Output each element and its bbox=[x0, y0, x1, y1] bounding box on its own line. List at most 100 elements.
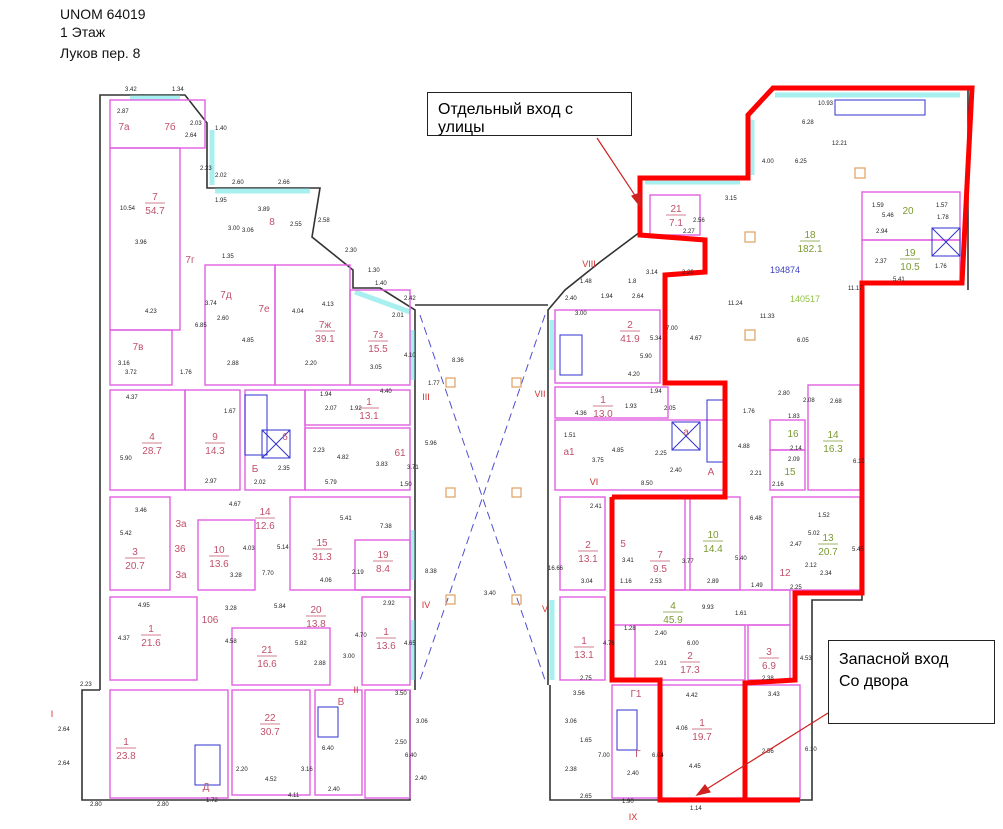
elevator-icon bbox=[671, 421, 701, 451]
dimension-label: 1.34 bbox=[172, 87, 184, 93]
dimension-label: 2.40 bbox=[565, 296, 577, 302]
dimension-label: 4.10 bbox=[404, 353, 416, 359]
room-label: 36 bbox=[174, 544, 186, 555]
dimension-label: 2.66 bbox=[278, 180, 290, 186]
backup-entrance-callout: Запасной вход Со двора bbox=[828, 640, 995, 724]
dimension-label: 3.15 bbox=[725, 196, 737, 202]
stairs-icon bbox=[706, 399, 726, 463]
dimension-label: 1.94 bbox=[320, 392, 332, 398]
dimension-label: 7.38 bbox=[380, 524, 392, 530]
room-number: 1 bbox=[581, 636, 587, 647]
dimension-label: 2.16 bbox=[772, 482, 784, 488]
room-label: 213.1 bbox=[578, 540, 598, 565]
room-area: 13.1 bbox=[574, 650, 594, 661]
room-area: 8.4 bbox=[376, 564, 390, 575]
dimension-label: 1.76 bbox=[180, 370, 192, 376]
room-label: 113.6 bbox=[376, 627, 396, 652]
dimension-label: 6.10 bbox=[805, 747, 817, 753]
dimension-label: 3.00 bbox=[228, 226, 240, 232]
room-label: 7д bbox=[220, 290, 232, 301]
section-numeral: II bbox=[353, 685, 358, 695]
room-number: 1 bbox=[600, 395, 606, 406]
room-label: 7б bbox=[164, 121, 176, 133]
room-number: 1 bbox=[699, 718, 705, 729]
dimension-label: 2.40 bbox=[655, 631, 667, 637]
room-area: 45.9 bbox=[663, 615, 683, 626]
dimension-label: 4.70 bbox=[355, 633, 367, 639]
dimension-label: 2.12 bbox=[805, 563, 817, 569]
dimension-label: 3.75 bbox=[592, 458, 604, 464]
dimension-label: 2.30 bbox=[345, 248, 357, 254]
room-label: 20 bbox=[902, 206, 914, 217]
room-label: В bbox=[338, 697, 345, 708]
room-number: 2 bbox=[627, 320, 633, 331]
dimension-label: 4.00 bbox=[762, 159, 774, 165]
dimension-label: 3.14 bbox=[646, 270, 658, 276]
room-area: 7.1 bbox=[669, 218, 683, 229]
dimension-label: 4.85 bbox=[612, 448, 624, 454]
dimension-label: 2.56 bbox=[693, 218, 705, 224]
room-area: 13.8 bbox=[306, 619, 326, 630]
room-number: 18 bbox=[804, 230, 816, 241]
dimension-label: 1.8 bbox=[628, 279, 637, 285]
room-number: В bbox=[338, 697, 345, 708]
highlighted-area-outline bbox=[612, 85, 975, 800]
room-area: 15.5 bbox=[368, 344, 388, 355]
dimension-label: 5.79 bbox=[325, 480, 337, 486]
room-area: 41.9 bbox=[620, 334, 640, 345]
dimension-label: 3.06 bbox=[565, 719, 577, 725]
room-number: 19 bbox=[377, 550, 389, 561]
street-entrance-callout: Отдельный вход с улицы bbox=[427, 92, 632, 136]
room-number: 1 bbox=[148, 624, 154, 635]
windows bbox=[130, 92, 960, 680]
dimension-label: 10.93 bbox=[818, 101, 834, 107]
room-label: 3а bbox=[175, 519, 187, 530]
dimension-label: 5.82 bbox=[295, 641, 307, 647]
dimension-label: 1.78 bbox=[937, 215, 949, 221]
dimension-label: 2.08 bbox=[803, 398, 815, 404]
dimension-label: 1.52 bbox=[818, 513, 830, 519]
room-label: 7г bbox=[185, 255, 195, 266]
room-label: 7а bbox=[118, 122, 130, 133]
room-number: Г1 bbox=[631, 689, 642, 700]
dimension-label: 2.20 bbox=[236, 767, 248, 773]
dimension-label: 5.40 bbox=[735, 556, 747, 562]
dimension-label: 2.38 bbox=[565, 767, 577, 773]
dimension-label: 4.36 bbox=[575, 411, 587, 417]
room-label: 241.9 bbox=[620, 320, 640, 345]
room-label: 61 bbox=[394, 448, 406, 459]
dimension-label: 2.64 bbox=[632, 294, 644, 300]
dimension-label: 2.64 bbox=[58, 727, 70, 733]
dimension-label: 2.23 bbox=[80, 682, 92, 688]
dimension-label: 3.50 bbox=[395, 691, 407, 697]
room-area: 23.8 bbox=[116, 751, 136, 762]
dimension-label: 4.11 bbox=[288, 793, 300, 799]
dimension-label: 5.42 bbox=[120, 531, 132, 537]
room-area: 13.6 bbox=[209, 559, 229, 570]
room-number: 2 bbox=[585, 540, 591, 551]
dimension-label: 11.24 bbox=[728, 301, 743, 307]
room-number: 14 bbox=[259, 507, 271, 518]
elevator-icon bbox=[931, 227, 961, 257]
dimension-label: 2.20 bbox=[305, 361, 317, 367]
dimension-label: 3.96 bbox=[135, 240, 147, 246]
room-area: 20.7 bbox=[818, 547, 838, 558]
dimension-label: 1.40 bbox=[215, 126, 227, 132]
dimension-label: 3.77 bbox=[682, 559, 694, 565]
room-number: 7д bbox=[220, 290, 232, 301]
dimension-label: 2.40 bbox=[415, 776, 427, 782]
dimension-label: 4.52 bbox=[265, 777, 277, 783]
dimension-label: 1.50 bbox=[400, 482, 412, 488]
room-number: 4 bbox=[670, 601, 676, 612]
dimension-label: 1.95 bbox=[215, 198, 227, 204]
dimension-label: 2.58 bbox=[318, 218, 330, 224]
room-label: 320.7 bbox=[125, 547, 145, 572]
dimension-label: 3.05 bbox=[370, 365, 382, 371]
dimension-label: 1.83 bbox=[788, 414, 800, 420]
dimension-label: 4.37 bbox=[118, 636, 130, 642]
dimension-label: 5.02 bbox=[808, 531, 820, 537]
dimension-label: 9.93 bbox=[702, 605, 714, 611]
